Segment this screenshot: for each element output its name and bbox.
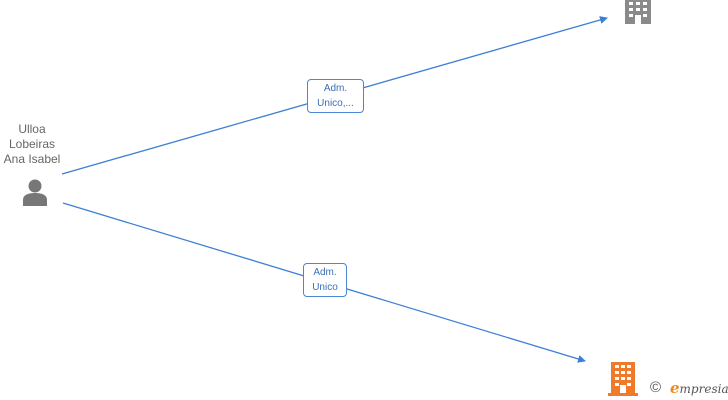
relation-label-2[interactable]: Adm. Unico [303, 263, 347, 297]
person-name[interactable]: Ulloa Lobeiras Ana Isabel [0, 122, 64, 167]
person-name-line-1: Ulloa [18, 122, 46, 136]
person-name-line-2: Lobeiras [8, 137, 56, 151]
relation-label-2-line-1: Adm. [313, 267, 337, 278]
relation-label-1-line-1: Adm. [323, 83, 348, 94]
relation-label-2-line-2: Unico [312, 282, 338, 293]
building-icon-top-company[interactable] [622, 0, 654, 24]
building-icon-bottom-company[interactable] [607, 362, 639, 396]
empresia-logo[interactable]: empresia [670, 379, 728, 398]
person-icon[interactable] [20, 178, 50, 208]
brand-first-letter: e [670, 379, 680, 397]
brand-rest: mpresia [679, 382, 728, 396]
relation-label-1[interactable]: Adm. Unico,... [307, 79, 364, 113]
relation-label-1-line-2: Unico,... [317, 98, 354, 109]
person-name-line-3: Ana Isabel [3, 152, 61, 166]
copyright-symbol: © [650, 379, 662, 396]
